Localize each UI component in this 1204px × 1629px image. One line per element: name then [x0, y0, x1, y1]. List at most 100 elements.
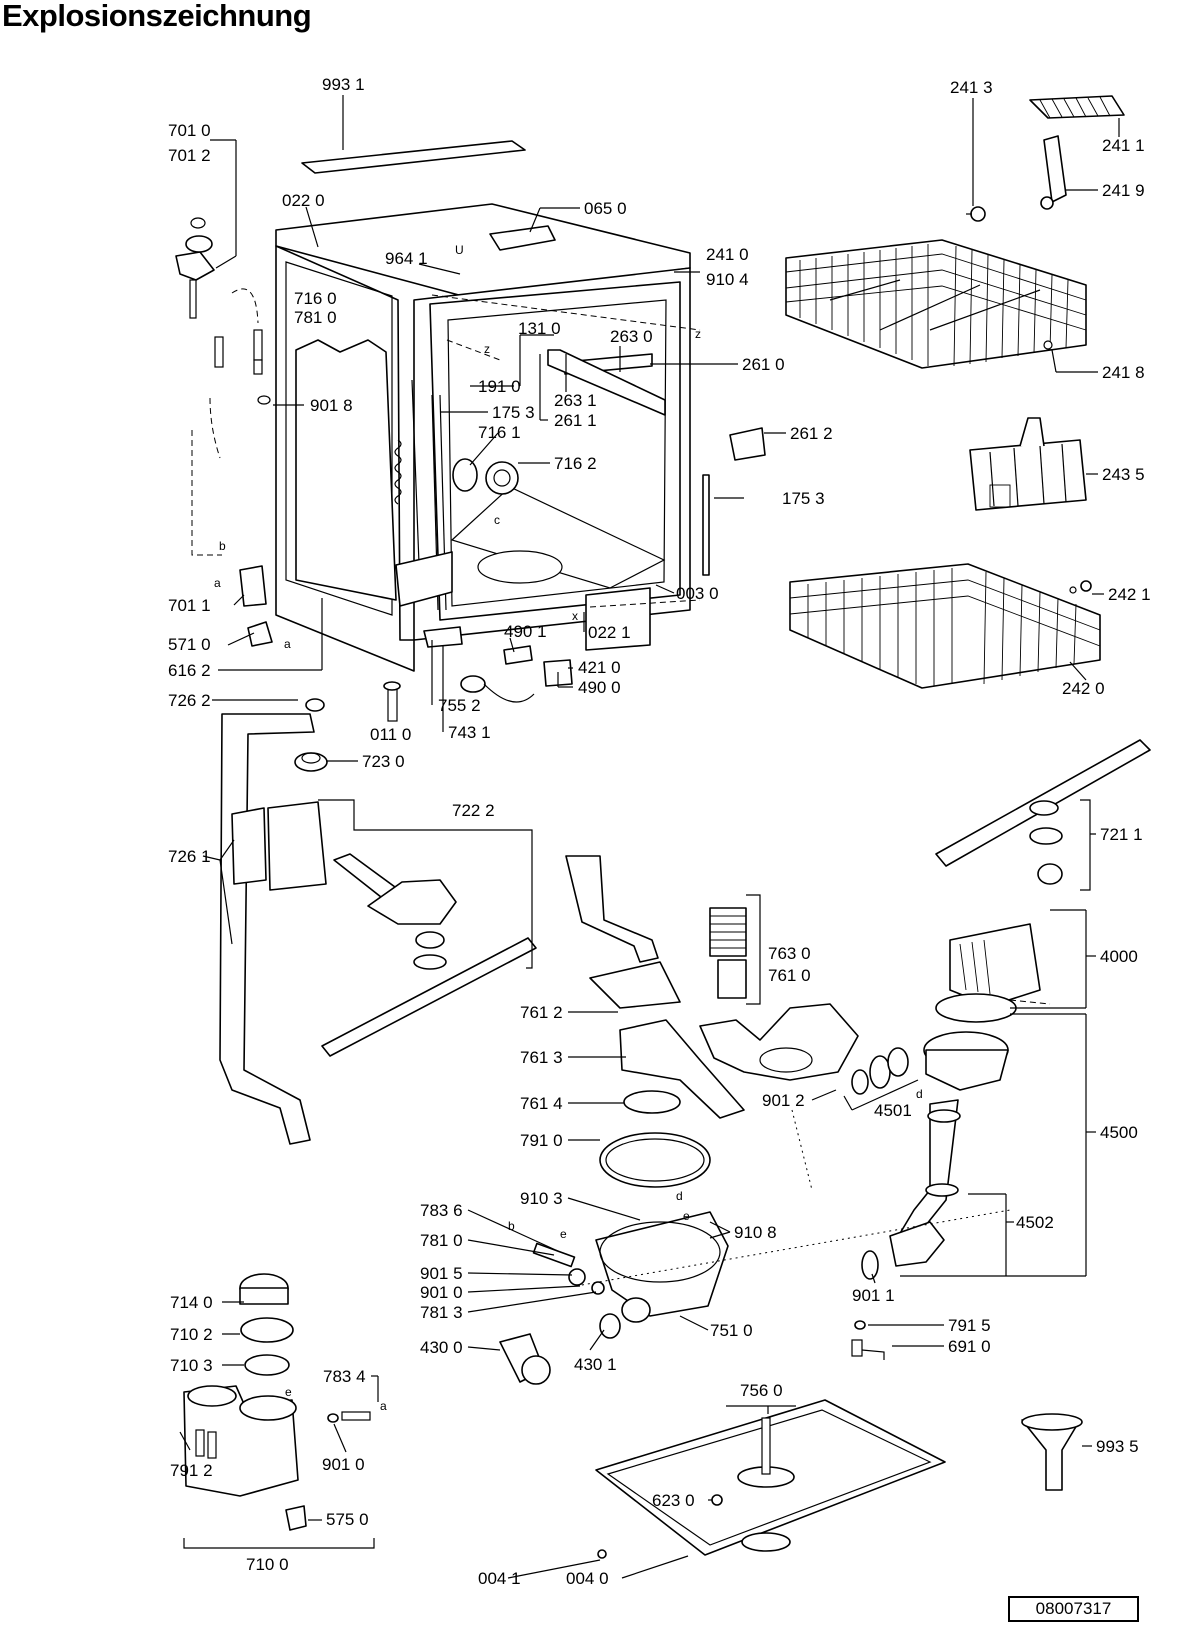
connection-letter: z — [695, 327, 701, 341]
part-label: 241 9 — [1102, 181, 1145, 200]
part-label: 022 1 — [588, 623, 631, 642]
part-label: 726 2 — [168, 691, 211, 710]
cutlery-basket — [969, 417, 1087, 511]
part-label: 022 0 — [282, 191, 325, 210]
part-label: 756 0 — [740, 1381, 783, 1400]
part-label: 964 1 — [385, 249, 428, 268]
connection-letter: e — [560, 1227, 567, 1241]
circulation-pump — [575, 923, 1051, 1287]
part-label: 4000 — [1100, 947, 1138, 966]
connection-letter: b — [508, 1219, 515, 1233]
part-label: 261 0 — [742, 355, 785, 374]
part-label: 241 3 — [950, 78, 993, 97]
part-label: 241 0 — [706, 245, 749, 264]
water-softener — [183, 1273, 375, 1549]
part-label: 616 2 — [168, 661, 211, 680]
part-label: 003 0 — [676, 584, 719, 603]
part-label: 710 2 — [170, 1325, 213, 1344]
part-label: 791 2 — [170, 1461, 213, 1480]
part-label: 761 4 — [520, 1094, 563, 1113]
part-label: 263 0 — [610, 327, 653, 346]
part-label: 781 0 — [420, 1231, 463, 1250]
connection-letter: x — [572, 609, 578, 623]
connection-letter: b — [219, 539, 226, 553]
part-label: 430 0 — [420, 1338, 463, 1357]
part-label: 993 1 — [322, 75, 365, 94]
part-label: 901 0 — [322, 1455, 365, 1474]
part-label: 901 1 — [852, 1286, 895, 1305]
connection-letter: d — [676, 1189, 683, 1203]
leader-lines — [179, 95, 1120, 1579]
tub-cabinet — [275, 140, 766, 672]
part-label: 761 2 — [520, 1003, 563, 1022]
left-fittings — [175, 139, 273, 647]
part-label: 755 2 — [438, 696, 481, 715]
part-label: 761 3 — [520, 1048, 563, 1067]
connection-letter: d — [916, 1087, 923, 1101]
part-label: 901 2 — [762, 1091, 805, 1110]
part-label: 175 3 — [782, 489, 825, 508]
part-label: 901 5 — [420, 1264, 463, 1283]
part-label: 761 0 — [768, 966, 811, 985]
sump-assembly — [499, 1211, 729, 1385]
part-label: 781 0 — [294, 308, 337, 327]
part-label: 263 1 — [554, 391, 597, 410]
under-tub-parts — [294, 626, 573, 772]
part-label: 710 0 — [246, 1555, 289, 1574]
part-label: 783 6 — [420, 1201, 463, 1220]
part-label: 791 5 — [948, 1316, 991, 1335]
part-label: 743 1 — [448, 723, 491, 742]
part-label: 710 3 — [170, 1356, 213, 1375]
part-label: 781 3 — [420, 1303, 463, 1322]
connection-letters: z z c x U a a a b b d d e e e — [214, 243, 923, 1413]
part-label: 623 0 — [652, 1491, 695, 1510]
upper-basket — [785, 95, 1125, 369]
part-label: 004 0 — [566, 1569, 609, 1588]
part-label: 714 0 — [170, 1293, 213, 1312]
part-label: 691 0 — [948, 1337, 991, 1356]
lower-basket — [789, 563, 1101, 689]
part-label: 716 1 — [478, 423, 521, 442]
filter-assembly — [565, 855, 859, 1188]
lower-spray-arm — [267, 799, 537, 1057]
connection-letter: c — [494, 513, 500, 527]
part-label: 421 0 — [578, 658, 621, 677]
part-label: 490 1 — [504, 622, 547, 641]
part-label: 243 5 — [1102, 465, 1145, 484]
part-label: 430 1 — [574, 1355, 617, 1374]
sensor-parts — [851, 1320, 885, 1360]
part-label: 241 8 — [1102, 363, 1145, 382]
part-label: 065 0 — [584, 199, 627, 218]
part-label: 4501 — [874, 1101, 912, 1120]
part-label: 716 0 — [294, 289, 337, 308]
connection-letter: U — [455, 243, 464, 257]
upper-spray-arm — [935, 739, 1151, 891]
part-label: 783 4 — [323, 1367, 366, 1386]
water-pipe — [219, 713, 315, 1145]
connection-letter: z — [484, 342, 490, 356]
part-label: 490 0 — [578, 678, 621, 697]
part-label: 701 1 — [168, 596, 211, 615]
part-label: 261 1 — [554, 411, 597, 430]
part-label: 993 5 — [1096, 1437, 1139, 1456]
part-label: 4502 — [1016, 1213, 1054, 1232]
connection-letter: e — [285, 1385, 292, 1399]
part-label: 723 0 — [362, 752, 405, 771]
part-label: 4500 — [1100, 1123, 1138, 1142]
connection-letter: a — [214, 576, 221, 590]
part-label: 910 3 — [520, 1189, 563, 1208]
part-label: 901 0 — [420, 1283, 463, 1302]
document-number: 08007317 — [1008, 1596, 1139, 1622]
part-label: 910 4 — [706, 270, 749, 289]
part-label: 242 0 — [1062, 679, 1105, 698]
part-label: 763 0 — [768, 944, 811, 963]
funnel — [1021, 1413, 1083, 1491]
part-label: 261 2 — [790, 424, 833, 443]
connection-letter: a — [284, 637, 291, 651]
base-plate — [595, 1399, 946, 1559]
part-label: 131 0 — [518, 319, 561, 338]
part-label: 751 0 — [710, 1321, 753, 1340]
part-label: 571 0 — [168, 635, 211, 654]
part-label: 175 3 — [492, 403, 535, 422]
